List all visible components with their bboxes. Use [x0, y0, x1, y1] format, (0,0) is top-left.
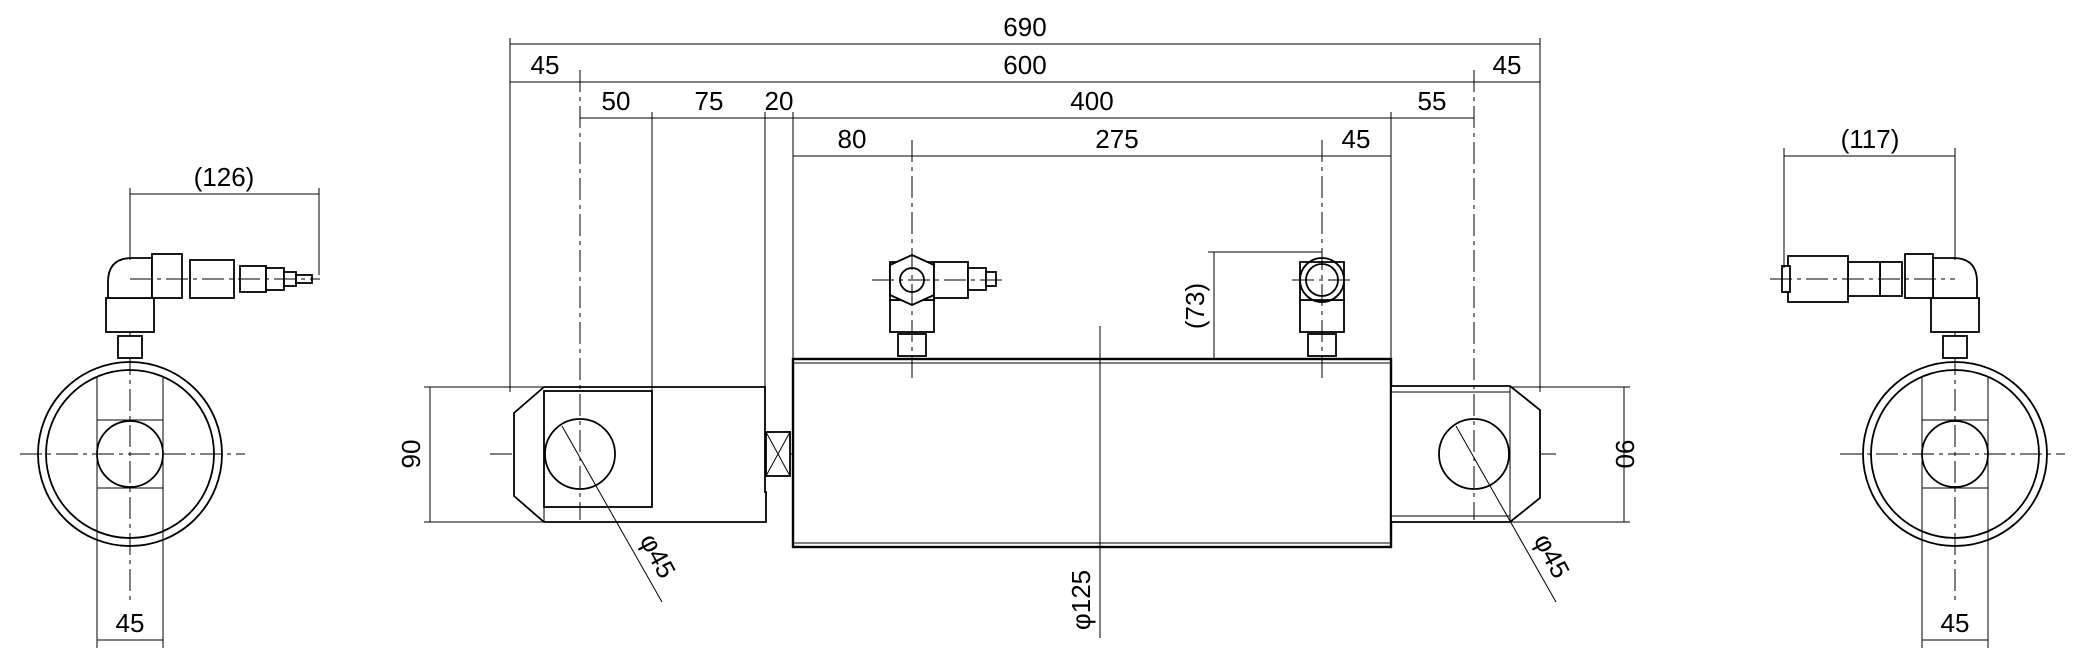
left-view-slot-width-label: 45: [116, 608, 145, 638]
right-pin-offset-label: 45: [1493, 50, 1522, 80]
right-view-slot-width-label: 45: [1941, 608, 1970, 638]
main-side-view: 690 45 600 45 50 75 20 400 55 80 275 45 …: [396, 12, 1640, 638]
left-pin-offset-label: 45: [531, 50, 560, 80]
rod-end-label: 55: [1418, 86, 1447, 116]
port-height-label: (73): [1180, 283, 1210, 329]
left-view-fitting-length-label: (126): [194, 162, 255, 192]
port-spacing-label: 275: [1095, 124, 1138, 154]
overall-length-label: 690: [1003, 12, 1046, 42]
left-pin-diameter-label: φ45: [634, 529, 682, 584]
barrel-length-label: 400: [1070, 86, 1113, 116]
gap-label: 20: [765, 86, 794, 116]
barrel-diameter-label: φ125: [1066, 570, 1096, 630]
port-offset-right-label: 45: [1342, 124, 1371, 154]
right-end-view: (117) 45: [1770, 124, 2065, 648]
left-end-view: (126) 45: [20, 162, 320, 648]
right-height-label: 90: [1610, 440, 1640, 469]
port-fitting-right: [1292, 140, 1352, 382]
port-offset-left-label: 80: [838, 124, 867, 154]
clevis-span-a-label: 50: [602, 86, 631, 116]
port-fitting-left: [872, 140, 1004, 382]
pin-to-pin-label: 600: [1003, 50, 1046, 80]
clevis-span-b-label: 75: [695, 86, 724, 116]
left-height-label: 90: [396, 440, 426, 469]
right-pin-diameter-label: φ45: [1528, 529, 1576, 584]
right-view-fitting-length-label: (117): [1841, 124, 1900, 154]
